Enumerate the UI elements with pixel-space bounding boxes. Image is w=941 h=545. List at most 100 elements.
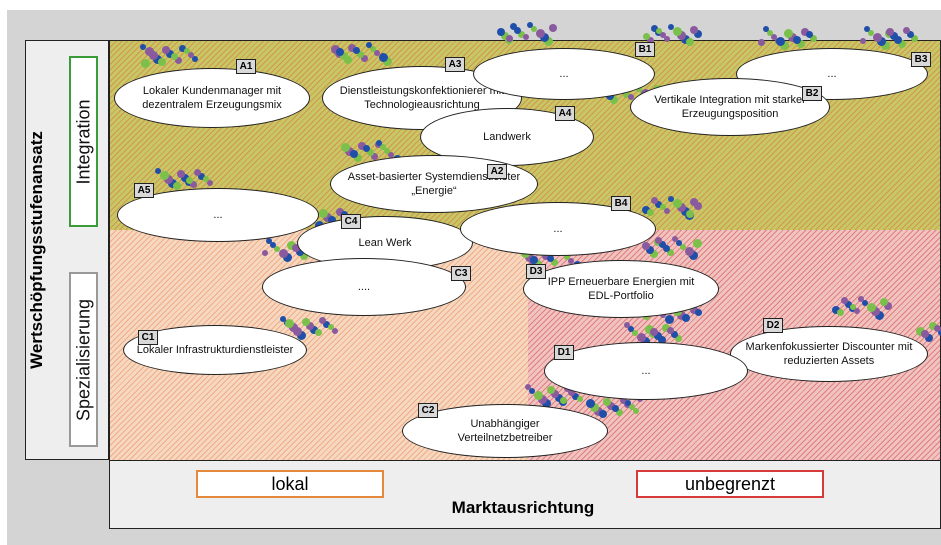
molecule-blob [647,209,654,216]
y-level-spezialisierung: Spezialisierung [69,272,98,447]
molecule-blob [530,256,538,264]
molecule-blob [166,50,174,58]
molecule-blob [890,32,898,40]
molecule-blob [871,307,880,316]
model-ellipse-A1[interactable]: Lokaler Kundenmanager mit dezentralem Er… [114,68,310,128]
model-label-B3: ... [827,68,837,80]
molecule-blob [655,237,662,244]
model-label-D1: ... [641,365,651,377]
model-ellipse-D2[interactable]: Markenfokussierter Discounter mit reduzi… [730,326,928,382]
molecule-blob [523,34,529,40]
molecule-cluster-icon [525,384,605,414]
molecule-blob [510,23,517,30]
molecule-blob [302,318,310,326]
molecule-blob [319,317,326,324]
molecule-blob [841,297,848,304]
model-tag-D1: D1 [554,345,574,360]
molecule-blob [667,249,674,256]
model-tag-B3: B3 [911,52,931,67]
molecule-blob [323,321,330,328]
molecule-blob [536,29,545,38]
molecule-blob [367,149,374,156]
model-label-A4: Landwerk [483,131,531,143]
molecule-cluster-icon [280,316,360,346]
model-label-C4: Lean Werk [358,237,412,249]
molecule-blob [668,24,674,30]
molecule-blob [677,203,686,212]
molecule-blob [780,41,789,50]
molecule-blob [141,59,150,68]
model-ellipse-B4[interactable]: ... [460,202,656,256]
molecule-blob [540,33,549,42]
model-label-B2: Vertikale Integration mit starker Erzeug… [654,94,806,120]
molecule-blob [686,38,694,46]
model-ellipse-C3[interactable]: .... [262,258,466,316]
molecule-blob [650,250,658,258]
molecule-blob [677,31,686,40]
molecule-blob [568,389,575,396]
molecule-blob [867,303,876,312]
molecule-blob [875,311,884,320]
molecule-blob [315,329,322,336]
molecule-blob [643,33,650,40]
molecule-blob [686,210,694,218]
molecule-blob [868,30,874,36]
molecule-blob [590,403,599,412]
molecule-blob [881,41,890,50]
molecule-blob [685,247,694,256]
model-ellipse-D3[interactable]: IPP Erneuerbare Energien mit EDL-Portfol… [523,260,719,318]
model-tag-D3: D3 [526,264,546,279]
molecule-blob [676,240,682,246]
model-label-C2: Unabhängiger Verteilnetzbetreiber [457,418,553,444]
molecule-blob [620,397,627,404]
molecule-blob [864,26,870,32]
molecule-blob [310,326,318,334]
molecule-blob [633,408,639,414]
molecule-blob [651,25,658,32]
molecule-blob [646,246,654,254]
molecule-blob [594,407,603,416]
molecule-blob [659,241,666,248]
model-ellipse-D1[interactable]: ... [544,342,748,400]
x-level-unbegrenzt: unbegrenzt [636,470,824,498]
model-ellipse-C1[interactable]: Lokaler Infrastrukturdienstleister [123,325,307,375]
molecule-cluster-icon [755,26,835,56]
molecule-blob [345,147,354,156]
molecule-blob [283,253,292,262]
molecule-blob [306,322,314,330]
molecule-blob [296,248,304,256]
molecule-blob [344,56,352,64]
molecule-blob [572,393,579,400]
model-tag-B2: B2 [802,86,822,101]
model-label-D2: Markenfokussierter Discounter mit reduzi… [745,341,913,367]
molecule-blob [538,395,547,404]
molecule-blob [186,177,193,184]
molecule-blob [636,86,642,92]
molecule-blob [155,168,161,174]
model-label-B4: ... [553,223,563,235]
y-axis-title: Wertschöpfungsstufenansatz [27,131,46,369]
molecule-blob [637,333,646,342]
molecule-blob [348,44,356,52]
model-ellipse-B2[interactable]: Vertikale Integration mit starker Erzeug… [630,78,830,136]
molecule-blob [194,169,201,176]
molecule-blob [767,30,773,36]
molecule-blob [158,58,166,66]
model-ellipse-B1[interactable]: ... [473,48,655,100]
model-ellipse-A2[interactable]: Asset-basierter Systemdienstleister „Ene… [330,155,538,213]
molecule-blob [690,306,698,314]
molecule-blob [690,198,698,206]
model-label-A2: Asset-basierter Systemdienstleister „Ene… [347,171,521,197]
molecule-blob [262,250,268,256]
molecule-blob [179,45,186,52]
molecule-blob [665,315,674,324]
molecule-blob [854,308,860,314]
molecule-blob [168,179,177,188]
molecule-blob [162,46,170,54]
molecule-blob [858,296,864,302]
molecule-blob [776,37,785,46]
molecule-blob [501,32,509,40]
model-label-B1: ... [559,68,569,80]
molecule-cluster-icon [495,22,575,52]
model-tag-B1: B1 [635,42,655,57]
